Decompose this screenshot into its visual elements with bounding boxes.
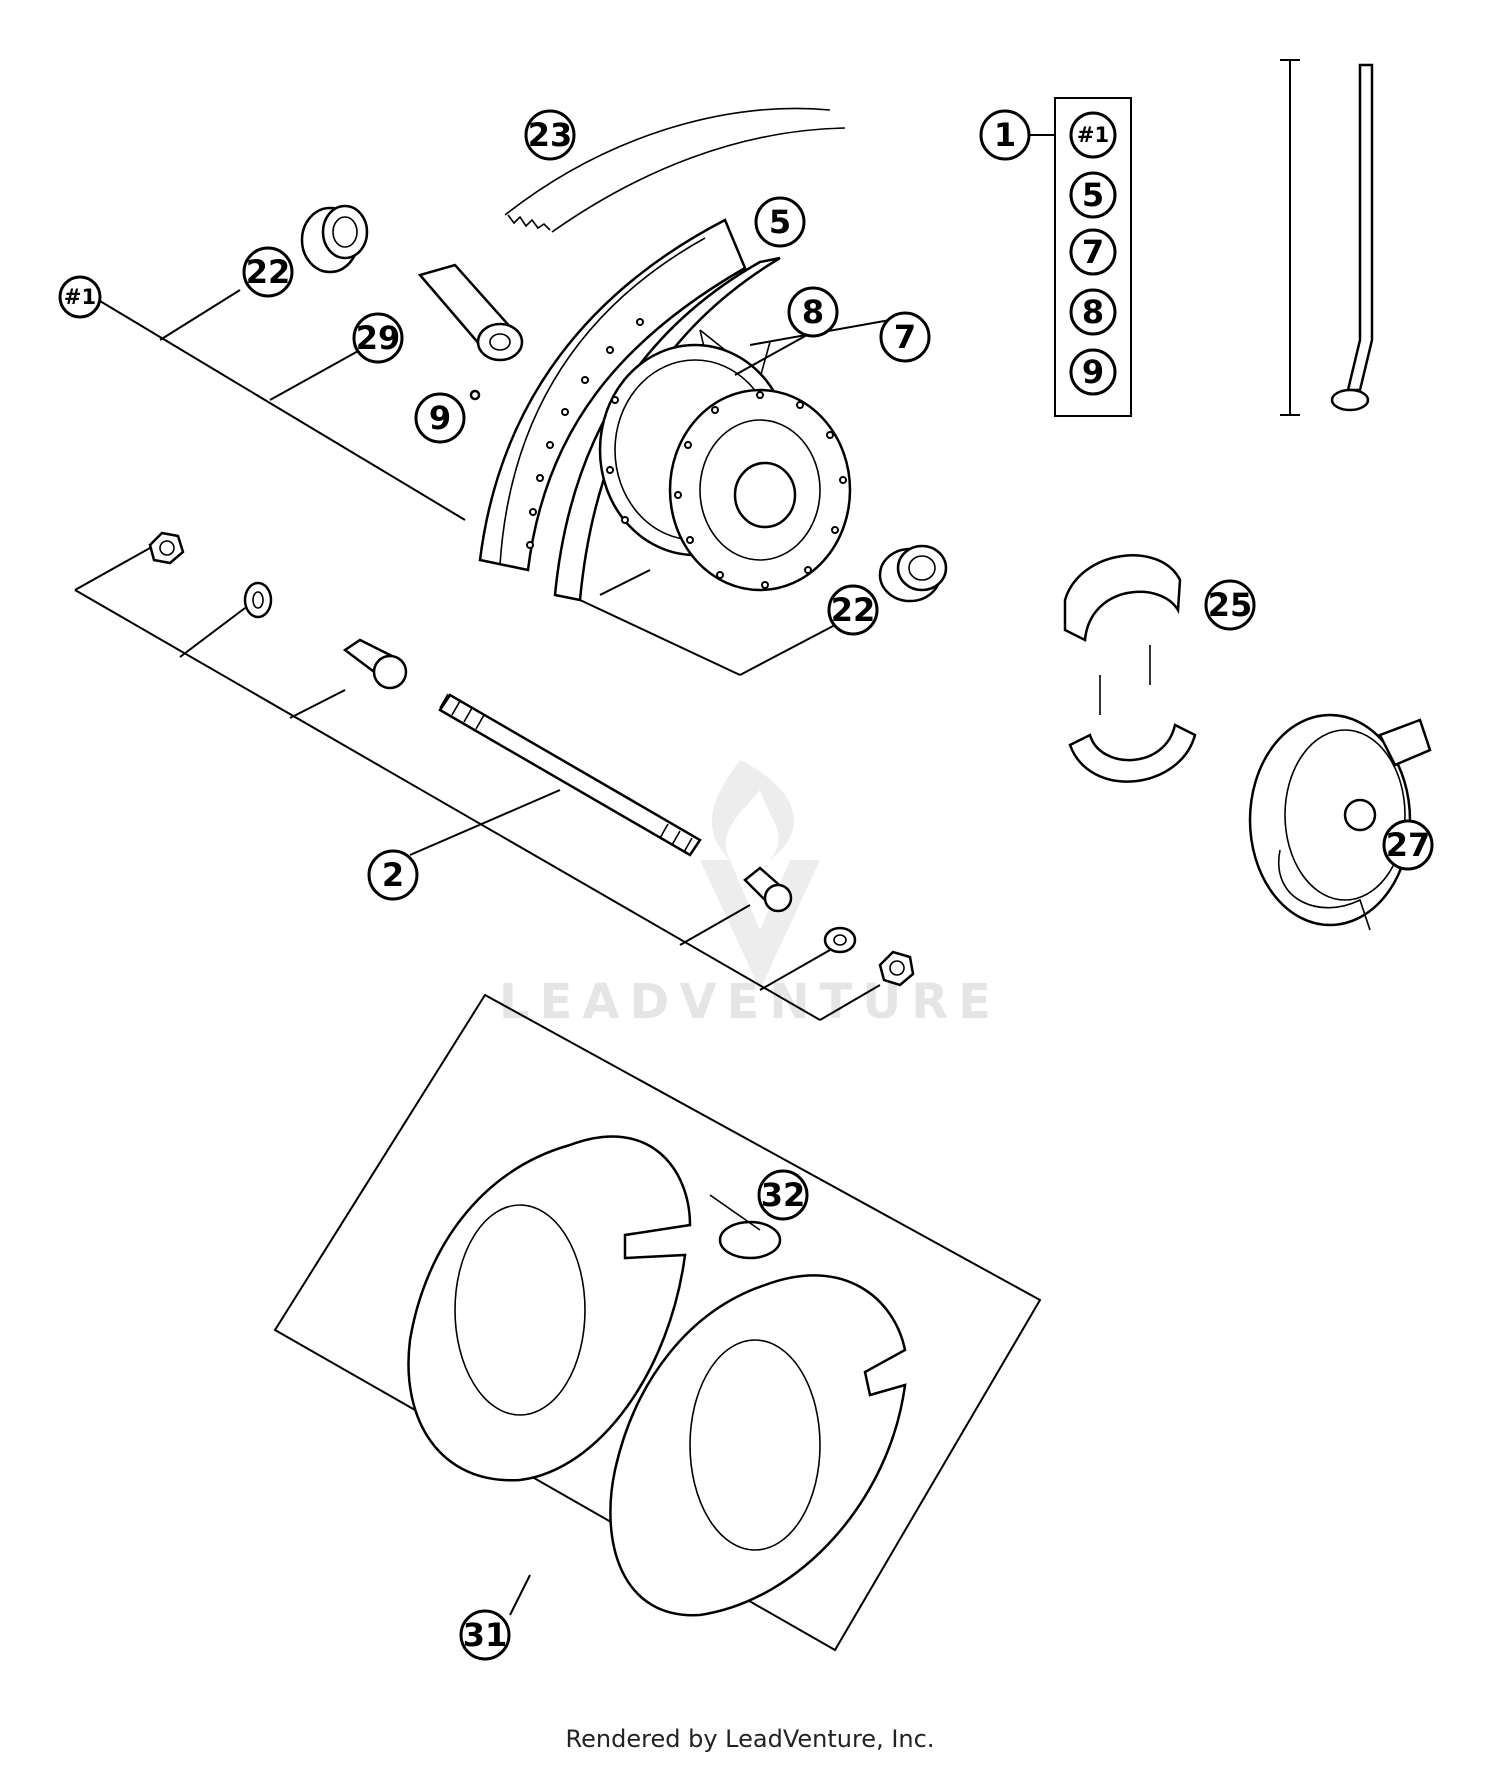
valve-cap-part [709,1194,782,1260]
bearing-upper-part [300,204,369,274]
callout-27[interactable]: 27 [1382,819,1434,871]
rim-tape-part [273,993,1042,1652]
callout-29[interactable]: 29 [352,312,404,364]
svg-text:8: 8 [1082,293,1104,331]
svg-text:29: 29 [356,319,401,357]
axle-part [438,693,702,857]
axle-hardware [148,531,915,987]
rim-part [478,218,781,602]
svg-text:9: 9 [1082,353,1104,391]
svg-text:5: 5 [1082,176,1104,214]
svg-text:5: 5 [769,203,791,241]
hub-holes [606,391,847,589]
callout-9[interactable]: 9 [414,392,466,444]
callout-5[interactable]: 5 [754,196,806,248]
svg-text:22: 22 [831,591,876,629]
spacer-tube-part [417,263,524,362]
brake-shoes-part [1063,554,1197,783]
svg-text:22: 22 [246,253,291,291]
callout-2[interactable]: 2 [367,849,419,901]
watermark: LEADVENTURE [499,760,1001,1030]
callout-1[interactable]: 1 [979,109,1031,161]
svg-text:2: 2 [382,856,404,894]
callout-23[interactable]: 23 [524,109,576,161]
leader-lines [74,134,1060,1616]
hub-part [598,343,852,592]
spoke-holes [526,318,644,549]
callout-32[interactable]: 32 [757,1169,809,1221]
svg-text:7: 7 [1082,233,1104,271]
kit-item-7[interactable]: 7 [1069,228,1117,276]
spoke-nipple-part [469,389,481,401]
bearing-lower-part [878,544,948,603]
svg-text:32: 32 [761,1176,806,1214]
kit-item-5[interactable]: 5 [1069,171,1117,219]
footer-credit: Rendered by LeadVenture, Inc. [565,1725,935,1753]
kit-item-8[interactable]: 8 [1069,288,1117,336]
kit-item-9[interactable]: 9 [1069,348,1117,396]
svg-text:25: 25 [1208,586,1253,624]
kit-item-h1[interactable]: #1 [1069,111,1117,159]
callout-h1-left[interactable]: #1 [58,275,102,319]
svg-text:1: 1 [994,116,1016,154]
tire-part [504,107,846,233]
svg-text:8: 8 [802,293,824,331]
svg-text:#1: #1 [64,285,96,309]
callout-22-upper[interactable]: 22 [242,246,294,298]
brake-plate-part [1248,713,1432,931]
svg-text:7: 7 [894,318,916,356]
callout-25[interactable]: 25 [1204,579,1256,631]
svg-text:#1: #1 [1077,123,1109,147]
callout-31[interactable]: 31 [459,1609,511,1661]
spoke-long-part [1280,59,1374,416]
svg-text:31: 31 [463,1616,508,1654]
callout-8[interactable]: 8 [787,286,839,338]
watermark-text: LEADVENTURE [499,974,1001,1030]
svg-text:27: 27 [1386,826,1431,864]
callout-7[interactable]: 7 [879,311,931,363]
callout-22-lower[interactable]: 22 [827,584,879,636]
svg-text:23: 23 [528,116,573,154]
svg-text:9: 9 [429,399,451,437]
